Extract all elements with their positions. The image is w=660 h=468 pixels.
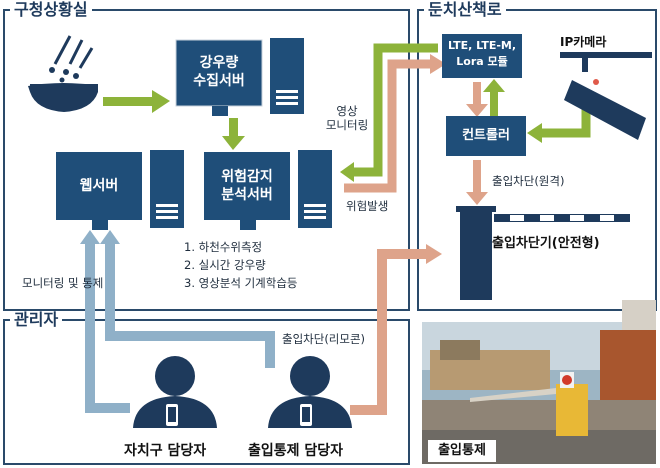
person-district-icon (133, 356, 217, 428)
arrowhead-alert (430, 54, 446, 74)
arrowhead-video (340, 162, 354, 182)
controller-box (446, 116, 526, 156)
arrow-remote-to-barrier (350, 249, 428, 415)
frame-manager (3, 319, 410, 465)
frame-trail (417, 9, 657, 311)
controller-label: 컨트롤러 (462, 128, 510, 143)
arrow-web-to-district (85, 240, 130, 413)
edge-label-remote-block: 출입차단(원격) (492, 174, 565, 188)
arrowhead-rain (152, 90, 170, 113)
rain-server-label: 강우량 수집서버 (193, 55, 245, 89)
role-district-label: 자치구 담당자 (124, 443, 207, 459)
arrowhead-camera (527, 123, 542, 143)
arrow-ctrl-up-shaft (490, 90, 498, 116)
barrier-label: 출입차단기(안전형) (492, 236, 600, 251)
arrowhead-ctrl-barrier (466, 192, 488, 205)
arrow-camera-to-controller (540, 108, 591, 138)
arrow-video-monitoring (352, 43, 438, 177)
edge-label-risk-alert: 위험발생 (346, 199, 389, 213)
frame-gu-office (3, 9, 410, 311)
photo-caption: 출입통제 (428, 440, 496, 462)
arrowhead-ctrl-up (483, 79, 505, 92)
feature-item: 3. 영상분석 기계학습등 (184, 276, 298, 290)
barrier-gate-icon (456, 206, 630, 300)
arrowhead-risk (222, 136, 245, 150)
feature-item: 2. 실시간 강우량 (184, 258, 266, 272)
feature-list: 1. 하천수위측정 2. 실시간 강우량 3. 영상분석 기계학습등 (184, 238, 298, 292)
risk-server-label: 위험감지 분석서버 (221, 169, 273, 203)
arrowhead-web-up-2 (100, 230, 120, 244)
arrowhead-lte-down (466, 104, 488, 117)
feature-item: 1. 하천수위측정 (184, 240, 263, 254)
role-access-label: 출입통제 담당자 (248, 443, 344, 459)
rain-server-icon (175, 38, 304, 116)
edge-label-monitoring-control: 모니터링 및 통제 (22, 276, 104, 290)
web-server-icon (56, 150, 184, 230)
arrow-rain-shaft (103, 97, 153, 106)
lte-module-label: LTE, LTE-M, Lora 모듈 (447, 39, 517, 68)
arrow-ctrl-to-barrier-shaft (473, 160, 481, 194)
ip-camera-label: IP카메라 (560, 35, 607, 49)
section-label-trail: 둔치산책로 (424, 1, 506, 19)
arrowhead-barrier (426, 244, 442, 264)
section-label-manager: 관리자 (10, 311, 63, 329)
risk-server-icon (204, 150, 332, 230)
web-server-label: 웹서버 (79, 178, 119, 194)
edge-label-remote-control-block: 출입차단(리모콘) (282, 332, 366, 346)
arrow-lte-down-shaft (473, 82, 481, 106)
person-access-icon (268, 356, 352, 428)
section-label-gu-office: 구청상황실 (10, 1, 92, 19)
arrow-risk-alert (344, 59, 432, 193)
lte-module-box (442, 34, 522, 78)
ip-camera-icon (560, 52, 652, 140)
arrow-web-to-access (105, 240, 275, 368)
edge-label-video-monitoring: 영상 모니터링 (325, 104, 369, 132)
arrow-rain-to-risk-shaft (229, 118, 238, 138)
rain-sensor-icon (28, 35, 98, 112)
arrowhead-web-up (80, 230, 100, 244)
